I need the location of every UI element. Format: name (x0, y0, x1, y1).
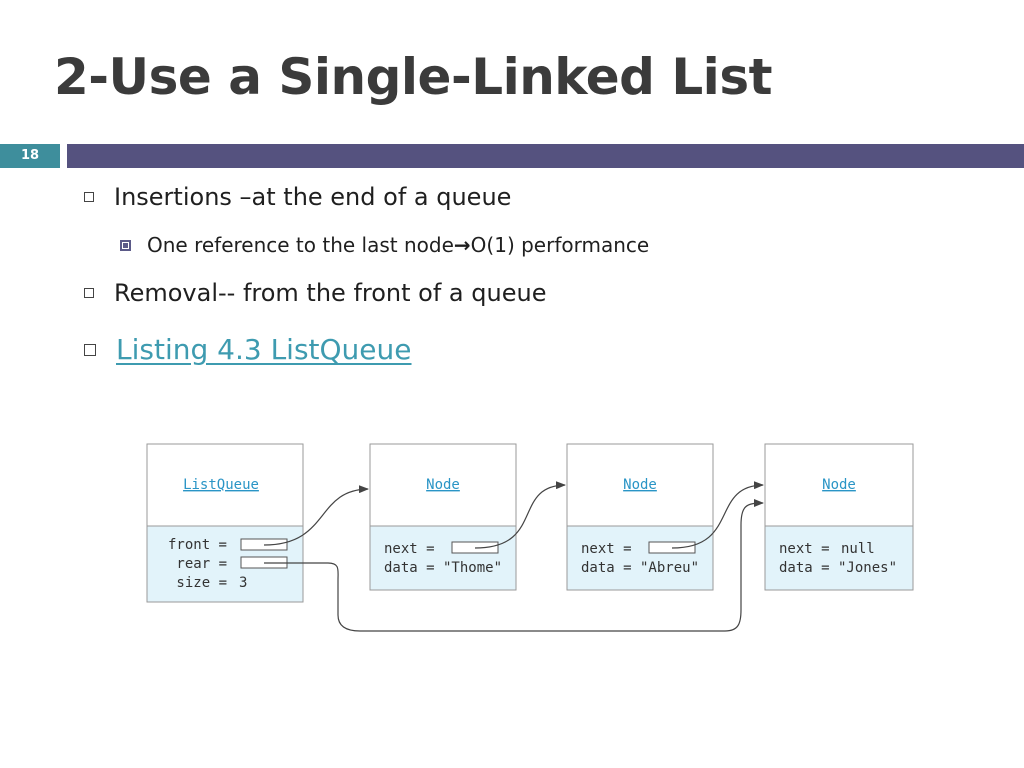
node-title: Node (822, 477, 856, 493)
node-box-thome: Node next = data = "Thome" (369, 443, 517, 591)
bullet-text: Insertions –at the end of a queue (114, 183, 512, 211)
next-label: next = (384, 541, 435, 557)
rear-pointer-arrow (264, 499, 764, 632)
slide-title: 2-Use a Single-Linked List (54, 48, 772, 106)
node-box-abreu: Node next = data = "Abreu" (566, 443, 714, 591)
next-null-value: null (841, 541, 875, 557)
next-pointer-arrow-thome (474, 481, 566, 549)
square-bullet-icon (84, 343, 96, 356)
bullet-insertions: Insertions –at the end of a queue (84, 183, 511, 211)
node-box-jones: Node next = null data = "Jones" (764, 443, 914, 591)
size-label: size = (176, 575, 227, 591)
listqueue-box: ListQueue front = rear = size = 3 (146, 443, 304, 603)
data-field: data = "Thome" (384, 560, 502, 576)
node-title: Node (426, 477, 460, 493)
sub-bullet-text: One reference to the last node (147, 233, 454, 257)
listing-link[interactable]: Listing 4.3 ListQueue (116, 333, 412, 366)
bullet-listing: Listing 4.3 ListQueue (84, 333, 412, 366)
sub-bullet-tail: O(1) performance (470, 233, 650, 257)
sub-bullet-reference: One reference to the last node → O(1) pe… (120, 233, 649, 257)
square-bullet-icon (84, 192, 94, 202)
bullet-text: Removal-- from the front of a queue (114, 279, 547, 307)
front-label: front = (168, 537, 227, 553)
square-bullet-icon (84, 288, 94, 298)
data-field: data = "Jones" (779, 560, 897, 576)
right-arrow-icon: → (453, 233, 471, 257)
title-divider-bar (67, 144, 1024, 168)
rear-label: rear = (176, 556, 227, 572)
node-title: Node (623, 477, 657, 493)
next-pointer-arrow-abreu (671, 481, 764, 549)
bullet-removal: Removal-- from the front of a queue (84, 279, 546, 307)
size-value: 3 (239, 575, 247, 591)
next-label: next = (779, 541, 830, 557)
filled-square-bullet-icon (120, 239, 131, 251)
front-pointer-arrow (263, 485, 369, 546)
next-label: next = (581, 541, 632, 557)
data-field: data = "Abreu" (581, 560, 699, 576)
listqueue-title: ListQueue (183, 477, 259, 493)
slide-number: 18 (0, 144, 60, 168)
